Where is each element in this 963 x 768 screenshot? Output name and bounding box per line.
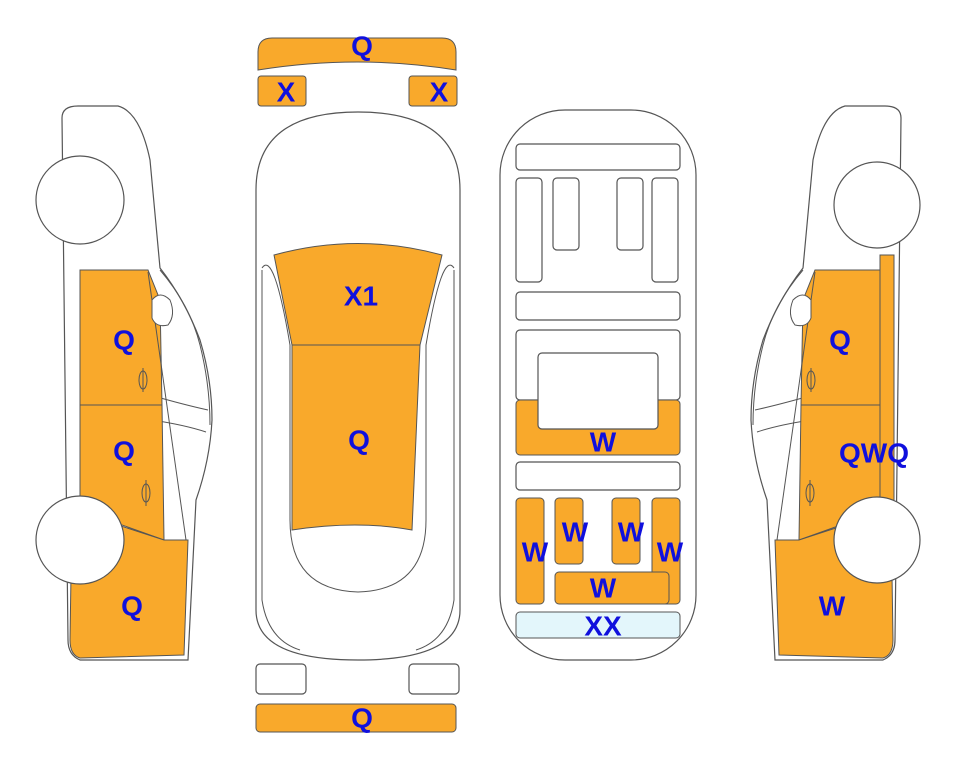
right-side-window-line	[752, 269, 804, 426]
frame-front-cross	[515, 143, 681, 171]
label-frame-left-outer: W	[522, 537, 549, 568]
top-windshield-frame	[261, 264, 455, 593]
rear-bumper	[255, 703, 457, 733]
headlight-left	[257, 75, 307, 107]
frame-floor-center	[537, 352, 659, 430]
right-front-door-handle-icon	[806, 368, 816, 392]
label-hood: X1	[344, 281, 378, 312]
frame-right-inner	[611, 497, 641, 565]
label-front-bumper: Q	[351, 31, 373, 62]
top-side-line-right	[415, 270, 455, 651]
label-frame-right-outer: W	[657, 537, 684, 568]
label-right-rear-fender: W	[819, 591, 846, 622]
damage-labels: Q X X X1 Q Q Q Q Q Q QWQ W W W W W W W X…	[113, 31, 909, 734]
headlight-right	[408, 75, 458, 107]
frame-rear-cross	[554, 571, 670, 605]
roof	[291, 344, 421, 531]
frame-front-left-inner	[552, 177, 580, 251]
label-roof: Q	[348, 425, 370, 456]
right-rear-quarter-strip	[879, 254, 895, 511]
right-rear-wheel	[833, 496, 921, 584]
frame-firewall-cross	[515, 291, 681, 321]
label-headlight-right: X	[430, 77, 449, 108]
frame-left-outer	[515, 497, 545, 605]
frame-view	[499, 109, 697, 661]
left-mirror	[151, 294, 174, 327]
label-left-rear-fender: Q	[121, 591, 143, 622]
top-side-line-left	[261, 270, 301, 651]
right-front-wheel	[833, 161, 921, 249]
label-headlight-left: X	[277, 77, 296, 108]
frame-rear-floor-cross	[515, 461, 681, 491]
frame-rear-panel	[515, 611, 681, 639]
frame-front-left-outer	[515, 177, 543, 283]
frame-front-right-outer	[651, 177, 679, 283]
label-left-rear-door: Q	[113, 436, 135, 467]
right-mirror	[789, 294, 812, 327]
label-rear-bumper: Q	[351, 703, 373, 734]
top-view	[255, 37, 461, 733]
label-frame-mid-cross: W	[590, 427, 617, 458]
left-front-wheel	[35, 155, 125, 245]
label-right-front-door: Q	[829, 325, 851, 356]
taillight-left	[255, 663, 307, 695]
left-front-door-handle-icon	[138, 368, 148, 392]
frame-front-right-inner	[616, 177, 644, 251]
label-frame-rear-cross: W	[590, 573, 617, 604]
label-frame-rear-panel: XX	[584, 611, 622, 642]
left-side-window-line	[159, 269, 211, 426]
left-rear-door-handle-icon	[141, 480, 151, 506]
left-side-view	[35, 105, 213, 661]
right-side-view	[750, 105, 921, 661]
hood	[273, 243, 443, 346]
right-rear-door-handle-icon	[805, 480, 815, 506]
label-frame-left-inner: W	[562, 517, 589, 548]
front-bumper	[257, 37, 457, 71]
label-right-rear-door: QWQ	[839, 438, 909, 469]
taillight-right	[408, 663, 460, 695]
frame-left-inner	[554, 497, 584, 565]
label-left-front-door: Q	[113, 325, 135, 356]
label-frame-right-inner: W	[618, 517, 645, 548]
left-rear-wheel	[35, 495, 125, 585]
